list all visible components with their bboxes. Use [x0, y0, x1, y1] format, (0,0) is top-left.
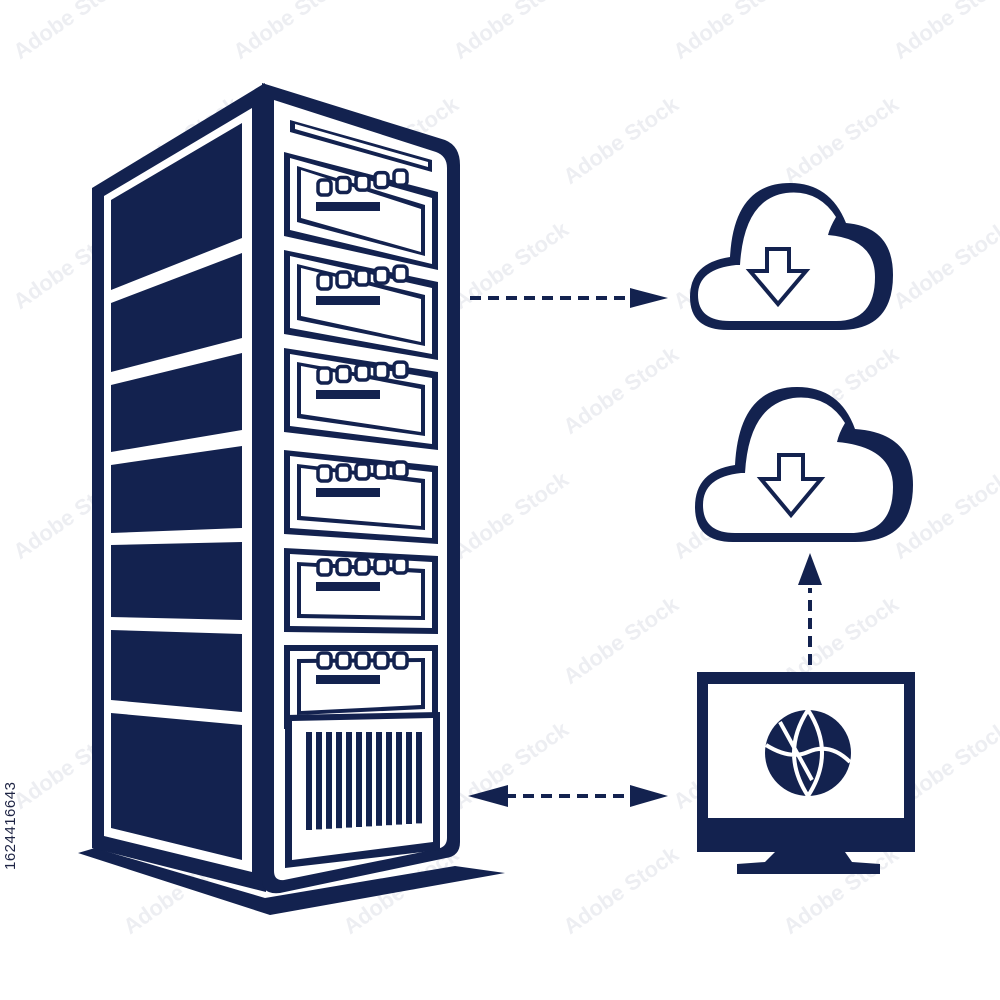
vent-slot: [356, 732, 362, 827]
vent-slot: [316, 732, 322, 830]
drive-bay: [284, 250, 438, 360]
status-led-icon: [316, 558, 333, 577]
vent-slot: [366, 732, 372, 827]
status-led-icon: [316, 366, 333, 385]
drive-bay: [284, 645, 438, 729]
watermark-text: Adobe Stock: [889, 0, 1000, 64]
status-led-icon: [373, 461, 390, 480]
vent-slot: [326, 732, 332, 829]
rack-side-slat: [111, 446, 242, 533]
status-led-icon: [392, 264, 409, 283]
watermark-text: Adobe Stock: [9, 0, 134, 64]
status-led-icon: [392, 651, 409, 670]
watermark-text: Adobe Stock: [449, 466, 574, 564]
status-led-icon: [354, 651, 371, 670]
vent-slot: [336, 732, 342, 829]
drive-label-bar: [316, 202, 380, 211]
status-led-icon: [392, 556, 409, 575]
connector-rack-to-cloud-top: [470, 288, 668, 308]
cloud-download-icon: [695, 387, 913, 542]
status-led-icon: [316, 464, 333, 483]
status-led-icon: [354, 268, 371, 287]
arrowhead-right: [630, 785, 668, 807]
rack-side-slat: [111, 630, 242, 712]
status-led-icon: [354, 462, 371, 481]
status-led-icon: [392, 360, 409, 379]
status-led-icon: [335, 270, 352, 289]
drive-label-bar: [316, 488, 380, 497]
download-arrow-icon: [745, 247, 811, 308]
globe-icon: [764, 708, 852, 798]
status-led-icon: [316, 272, 333, 291]
arrowhead-left: [468, 785, 508, 807]
status-led-icon: [335, 364, 352, 384]
rack-side-slat: [111, 713, 242, 860]
rack-side-slat: [111, 542, 242, 620]
drive-label-bar: [316, 675, 380, 684]
status-led-icon: [335, 175, 352, 195]
drive-bay: [284, 152, 438, 270]
status-led-icon: [373, 651, 390, 670]
status-led-icon: [373, 266, 390, 285]
status-led-icon: [354, 173, 371, 192]
stock-id-label: 1624416643: [2, 781, 19, 870]
download-arrow-icon: [756, 453, 826, 519]
status-led-icon: [392, 168, 409, 187]
status-led-icon: [316, 651, 333, 670]
drive-bay: [284, 548, 438, 634]
status-led-icon: [373, 170, 390, 190]
status-led-icon: [335, 651, 352, 670]
monitor-stand: [737, 852, 880, 874]
drive-label-bar: [316, 582, 380, 591]
drive-bay: [284, 348, 438, 450]
server-rack-icon: [78, 83, 505, 915]
drive-label-bar: [316, 296, 380, 305]
rack-side-slat: [111, 353, 242, 452]
status-led-icon: [335, 463, 352, 482]
watermark-text: Adobe Stock: [449, 0, 574, 64]
watermark-text: Adobe Stock: [559, 591, 684, 689]
vent-slot: [416, 732, 422, 824]
watermark-text: Adobe Stock: [559, 841, 684, 939]
vent-slot: [406, 732, 412, 824]
watermark-text: Adobe Stock: [559, 91, 684, 189]
vent-slot: [396, 732, 402, 825]
status-led-icon: [354, 363, 371, 382]
rack-side-slat: [111, 123, 242, 290]
monitor-globe-icon: [697, 672, 915, 874]
watermark-text: Adobe Stock: [889, 216, 1000, 314]
watermark-text: Adobe Stock: [669, 0, 794, 64]
status-led-icon: [373, 556, 390, 576]
watermark-text: Adobe Stock: [229, 0, 354, 64]
connector-rack-monitor-bidirectional: [468, 785, 668, 807]
arrowhead-right: [630, 288, 668, 308]
watermark-text: Adobe Stock: [559, 341, 684, 439]
status-led-icon: [373, 361, 390, 381]
arrowhead-up: [798, 553, 822, 585]
vent-slot: [346, 732, 352, 828]
watermark-text: Adobe Stock: [449, 716, 574, 814]
cloud-download-icon: [690, 183, 893, 330]
status-led-icon: [316, 178, 333, 197]
drive-bay: [284, 450, 438, 544]
watermark-text: Adobe Stock: [779, 91, 904, 189]
status-led-icon: [392, 460, 409, 479]
rack-side-slat: [111, 253, 242, 372]
status-led-icon: [354, 557, 371, 576]
vent-slot: [376, 732, 382, 826]
connector-monitor-to-cloud: [798, 553, 822, 665]
status-led-icon: [335, 557, 352, 577]
vent-slot: [306, 732, 312, 830]
rack-floor-shadow: [78, 848, 505, 915]
vent-slot: [386, 732, 392, 826]
drive-label-bar: [316, 390, 380, 399]
